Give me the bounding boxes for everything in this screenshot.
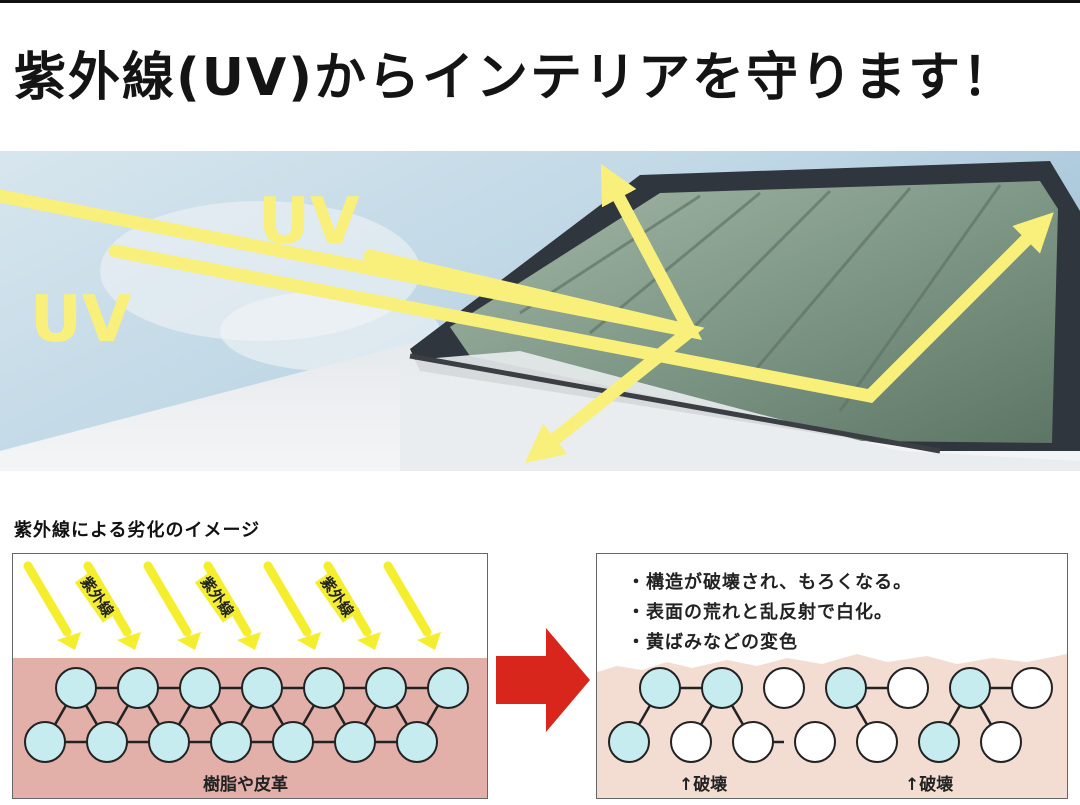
red-arrow-icon xyxy=(496,628,590,732)
list-item: 表面の荒れと乱反射で白化。 xyxy=(627,598,912,628)
list-item: 黄ばみなどの変色 xyxy=(627,628,912,658)
molecule-broken xyxy=(887,667,929,709)
molecule xyxy=(825,667,867,709)
molecule xyxy=(918,721,960,763)
top-border xyxy=(0,0,1080,3)
molecule-broken xyxy=(794,721,836,763)
molecule xyxy=(949,667,991,709)
molecule xyxy=(396,721,438,763)
molecule-broken xyxy=(980,721,1022,763)
break-label: ↑破壊 xyxy=(905,775,954,795)
break-label: ↑破壊 xyxy=(679,775,728,795)
molecule xyxy=(117,667,159,709)
molecule xyxy=(55,667,97,709)
molecule-broken xyxy=(1011,667,1053,709)
material-label: 樹脂や皮革 xyxy=(203,775,288,795)
panel-after-damage: 構造が破壊され、もろくなる。 表面の荒れと乱反射で白化。 黄ばみなどの変色 ↑破… xyxy=(596,553,1068,799)
molecule-broken xyxy=(670,721,712,763)
molecule xyxy=(303,667,345,709)
molecule xyxy=(272,721,314,763)
damage-effects-list: 構造が破壊され、もろくなる。 表面の荒れと乱反射で白化。 黄ばみなどの変色 xyxy=(627,568,912,658)
molecule xyxy=(608,721,650,763)
molecule xyxy=(334,721,376,763)
molecule xyxy=(179,667,221,709)
molecule xyxy=(427,667,469,709)
list-item: 構造が破壊され、もろくなる。 xyxy=(627,568,912,598)
molecule-broken xyxy=(732,721,774,763)
uv-label-lower: UV xyxy=(30,283,132,357)
page-headline: 紫外線(UV)からインテリアを守ります！ xyxy=(14,48,1017,108)
molecule xyxy=(24,721,66,763)
molecule xyxy=(365,667,407,709)
molecule-broken xyxy=(856,721,898,763)
molecule xyxy=(86,721,128,763)
molecule xyxy=(210,721,252,763)
diagram-title: 紫外線による劣化のイメージ xyxy=(14,520,261,541)
molecule xyxy=(148,721,190,763)
molecule xyxy=(701,667,743,709)
molecule-broken xyxy=(763,667,805,709)
molecule xyxy=(639,667,681,709)
panel-before-damage: 紫外線 紫外線 紫外線 樹脂や皮革 xyxy=(12,553,488,799)
molecule xyxy=(241,667,283,709)
windshield-photo: UV UV xyxy=(0,151,1080,471)
uv-label-upper: UV xyxy=(258,185,360,259)
